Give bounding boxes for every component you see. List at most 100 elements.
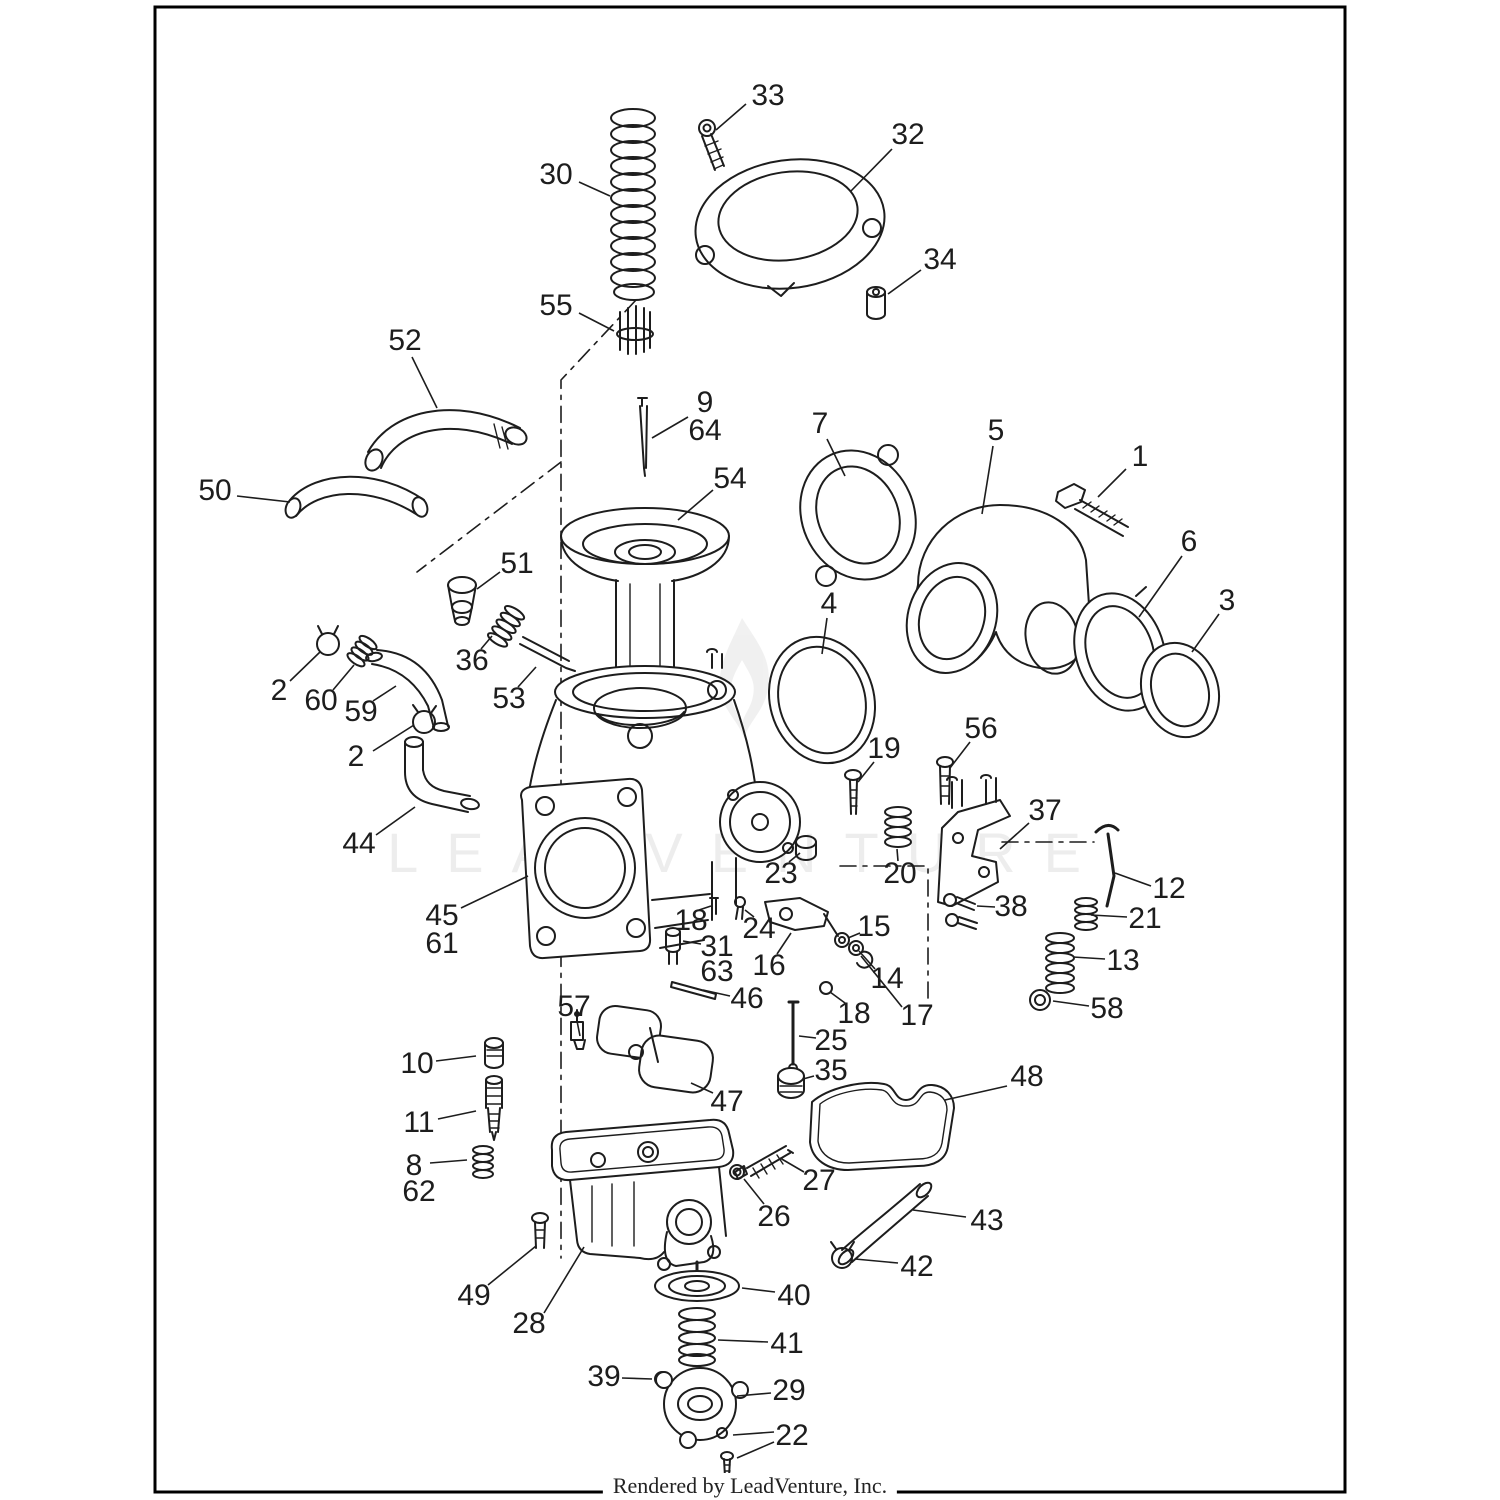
part-43-drain-hose xyxy=(837,1181,933,1266)
callout-23: 23 xyxy=(764,857,797,890)
callout-leader-10 xyxy=(435,1055,477,1062)
callout-leader-28 xyxy=(543,1246,585,1314)
callout-leader-18 xyxy=(698,905,712,911)
callout-50: 50 xyxy=(198,474,231,507)
callout-25: 25 xyxy=(814,1024,847,1057)
part-52-vent-hose xyxy=(364,409,528,472)
callout-64: 64 xyxy=(688,414,721,447)
part-32-top-cover xyxy=(694,158,886,297)
callout-46: 46 xyxy=(730,982,763,1015)
callout-15: 15 xyxy=(857,910,890,943)
callout-leader-3 xyxy=(1191,613,1220,653)
part-26-oring xyxy=(729,1164,745,1180)
callout-leader-43 xyxy=(912,1209,967,1218)
callout-leader-22 xyxy=(732,1431,775,1436)
callout-49: 49 xyxy=(457,1279,490,1312)
callout-1: 1 xyxy=(1132,440,1149,473)
part-22-screws xyxy=(716,1427,734,1478)
callout-leader-49 xyxy=(487,1245,537,1286)
part-48-bowl-gasket xyxy=(809,1082,955,1171)
watermark-flame-icon xyxy=(719,618,769,738)
part-38-screws xyxy=(943,893,978,930)
callout-48: 48 xyxy=(1010,1060,1043,1093)
callout-5: 5 xyxy=(988,414,1005,447)
callout-leader-5 xyxy=(981,445,994,515)
part-33-cover-screw xyxy=(698,119,725,171)
callout-54: 54 xyxy=(713,462,746,495)
part-42-clamp xyxy=(830,1241,855,1269)
part-59-overflow-hose xyxy=(365,649,450,732)
callout-11: 11 xyxy=(403,1106,434,1139)
part-40-pump-diaphragm xyxy=(654,1260,740,1302)
part-8-spring xyxy=(472,1145,494,1179)
callout-44: 44 xyxy=(342,827,375,860)
part-29-pump-cover xyxy=(655,1367,749,1449)
part-7-flange-gasket xyxy=(799,444,917,587)
part-25-rod xyxy=(787,1000,800,1073)
part-18-pin xyxy=(709,897,719,915)
part-4-ring xyxy=(767,635,877,765)
part-24-screw xyxy=(734,896,746,920)
part-50-vent-hose xyxy=(284,475,429,519)
part-54-diaphragm-slide xyxy=(560,507,730,676)
callout-leader-27 xyxy=(779,1157,805,1173)
callout-55: 55 xyxy=(539,289,572,322)
callout-21: 21 xyxy=(1128,902,1161,935)
callout-43: 43 xyxy=(970,1204,1003,1237)
part-44-elbow-fitting xyxy=(404,736,480,813)
callout-10: 10 xyxy=(400,1047,433,1080)
callout-leader-23 xyxy=(788,852,801,863)
callout-leader-50 xyxy=(236,495,291,503)
callout-28: 28 xyxy=(512,1307,545,1340)
part-35-plug xyxy=(777,1067,805,1099)
callout-leader-45 xyxy=(460,875,529,909)
part-53-needle-valve xyxy=(519,636,576,672)
callout-29: 29 xyxy=(772,1374,805,1407)
part-11-needle-jet xyxy=(485,1075,503,1141)
callout-18: 18 xyxy=(674,904,707,937)
callout-39: 39 xyxy=(587,1360,620,1393)
callout-leader-18 xyxy=(829,991,846,1004)
callout-leader-19 xyxy=(857,761,875,783)
callout-leader-7 xyxy=(826,438,846,477)
callout-leader-52 xyxy=(411,356,438,409)
part-3-seal xyxy=(1139,641,1221,739)
callout-2: 2 xyxy=(348,740,365,773)
callout-38: 38 xyxy=(994,890,1027,923)
callout-leader-17 xyxy=(860,955,903,1008)
callout-leader-54 xyxy=(677,489,714,521)
callout-14: 14 xyxy=(870,962,903,995)
part-56-screw xyxy=(936,756,954,805)
part-23-plunger xyxy=(795,835,817,861)
callout-16: 16 xyxy=(752,949,785,982)
callout-leader-6 xyxy=(1138,555,1183,618)
callout-61: 61 xyxy=(425,927,458,960)
callout-60: 60 xyxy=(304,684,337,717)
callout-leader-13 xyxy=(1072,956,1106,960)
callout-42: 42 xyxy=(900,1250,933,1283)
callout-leader-53 xyxy=(517,666,537,688)
callout-62: 62 xyxy=(402,1175,435,1208)
callout-leader-15 xyxy=(847,932,861,939)
callout-24: 24 xyxy=(742,912,775,945)
callout-leader-46 xyxy=(702,989,731,997)
callout-6: 6 xyxy=(1181,525,1198,558)
callout-51: 51 xyxy=(500,547,533,580)
callout-leader-59 xyxy=(372,685,397,702)
part-19-screw xyxy=(844,769,862,815)
callout-56: 56 xyxy=(964,712,997,745)
callout-leader-14 xyxy=(858,950,876,970)
part-28-float-bowl xyxy=(550,1118,735,1271)
callout-leader-22 xyxy=(736,1441,775,1459)
part-58-oring xyxy=(1029,989,1051,1011)
part-34-screw xyxy=(866,286,886,320)
callout-53: 53 xyxy=(492,682,525,715)
callout-leader-48 xyxy=(944,1085,1008,1101)
callout-19: 19 xyxy=(867,732,900,765)
callout-leader-25 xyxy=(798,1035,817,1039)
callout-leader-39 xyxy=(621,1377,653,1380)
callout-leader-20 xyxy=(896,848,899,862)
part-57-float-valve xyxy=(570,1009,586,1050)
part-2-clamp-b xyxy=(412,704,437,734)
